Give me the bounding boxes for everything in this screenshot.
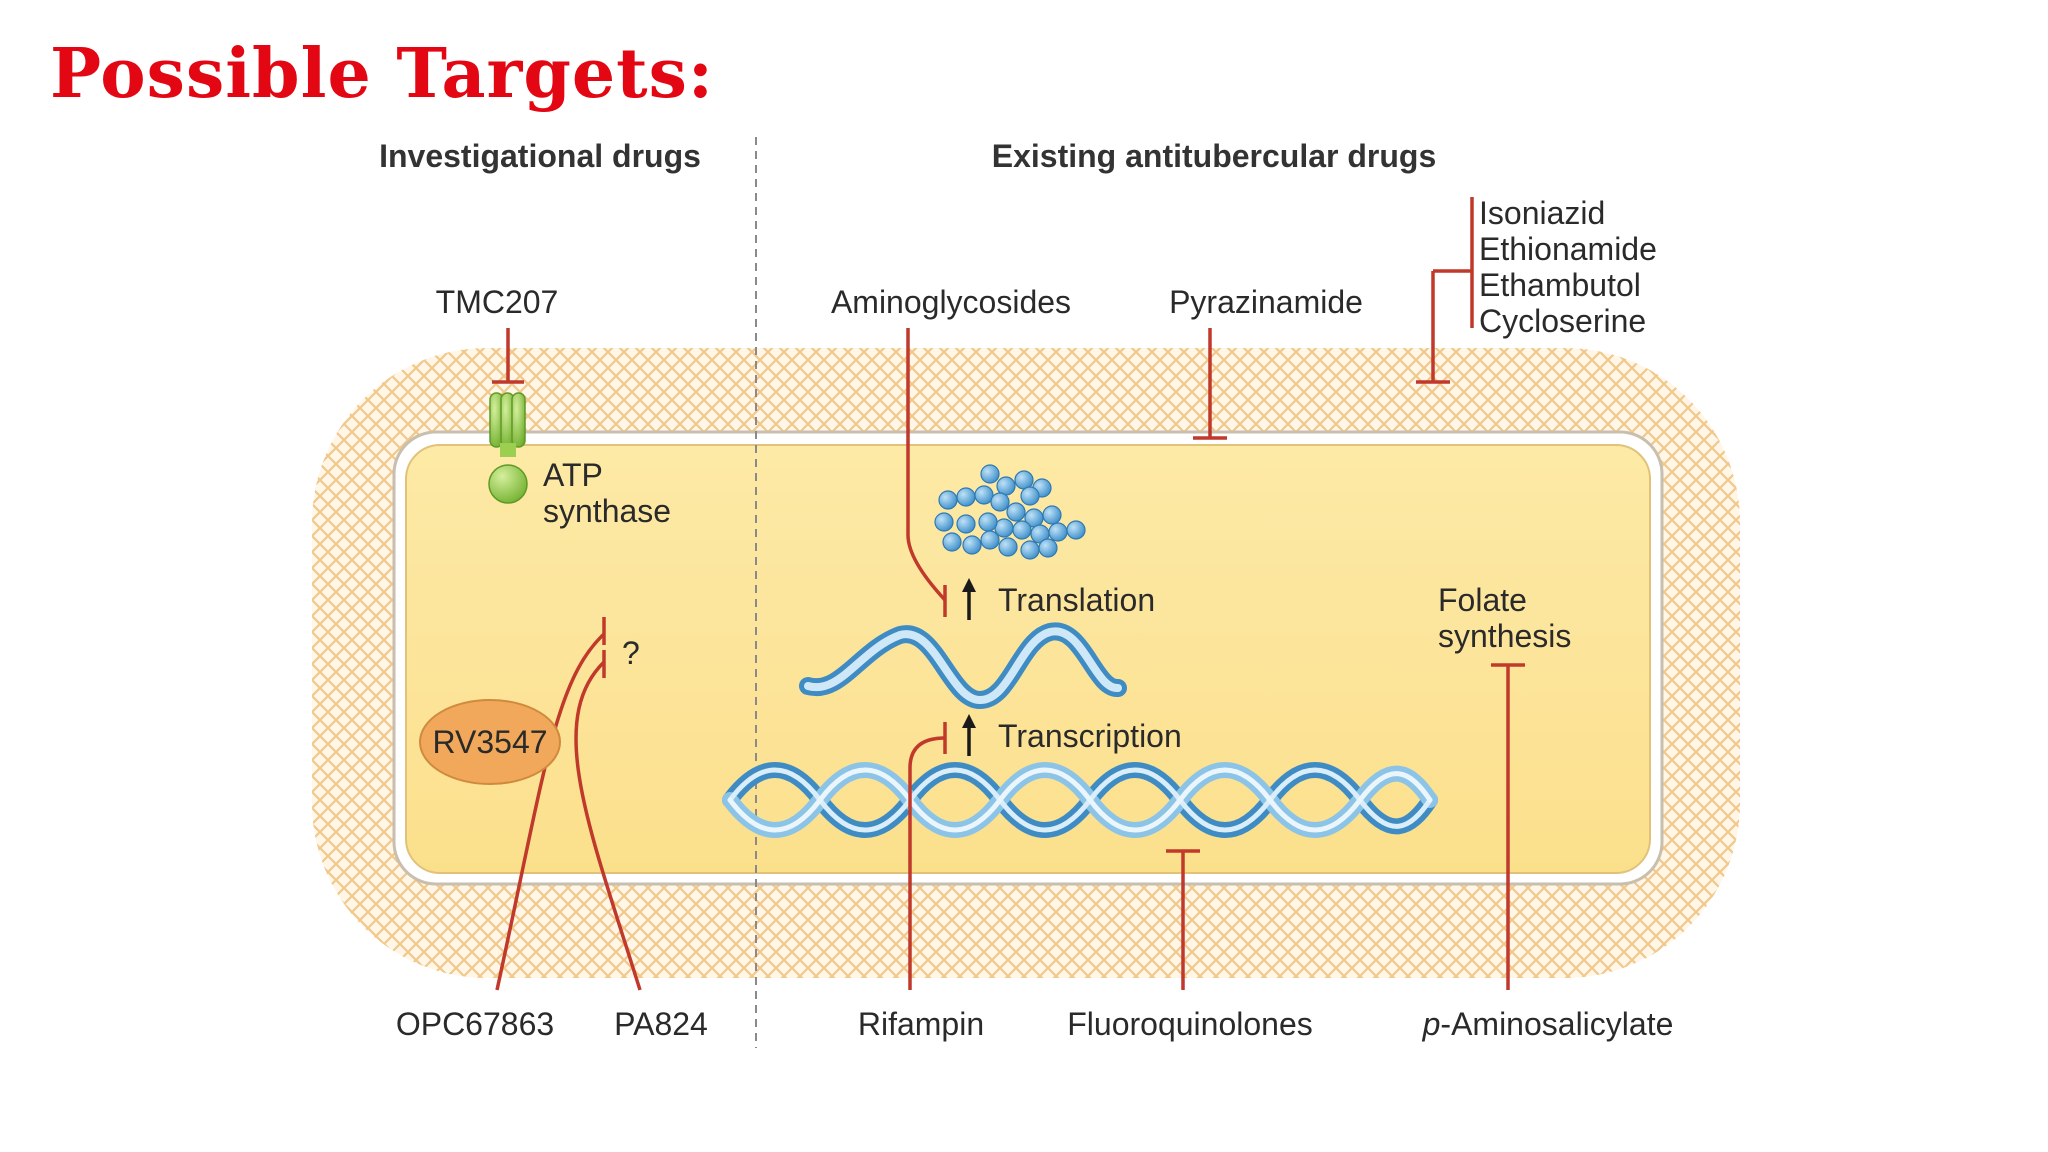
aminoglycosides-inhibition (906, 328, 947, 617)
arrow-up-icon (962, 578, 976, 620)
unknown-target: ? (622, 635, 640, 671)
label-rifampin: Rifampin (858, 1006, 984, 1042)
label-atp-synthase: synthase (543, 493, 671, 529)
label-pas-prefix: p (1422, 1006, 1441, 1042)
rifampin-inhibition (908, 722, 947, 990)
mrna-icon (799, 622, 1127, 710)
slide-title: Possible Targets: (50, 34, 714, 114)
label-ethionamide: Ethionamide (1479, 231, 1657, 267)
label-folate-synthesis: synthesis (1438, 618, 1571, 654)
label-fluoroquinolones: Fluoroquinolones (1067, 1006, 1313, 1042)
dna-double-helix-icon (722, 762, 1438, 838)
label-rv3547: RV3547 (432, 724, 547, 760)
fluoroquinolones-inhibition (1166, 849, 1200, 990)
label-pa824: PA824 (614, 1006, 708, 1042)
label-isoniazid: Isoniazid (1479, 195, 1605, 231)
pas-inhibition (1491, 663, 1525, 990)
label-pas-rest: -Aminosalicylate (1440, 1006, 1673, 1042)
arrow-up-icon (962, 714, 976, 756)
pyrazinamide-inhibition (1193, 328, 1227, 440)
label-translation: Translation (998, 582, 1155, 618)
tmc207-inhibition (492, 328, 524, 384)
label-ethambutol: Ethambutol (1479, 267, 1641, 303)
label-pyrazinamide: Pyrazinamide (1169, 284, 1363, 320)
label-p-aminosalicylate: p-Aminosalicylate (1422, 1006, 1674, 1042)
label-cycloserine: Cycloserine (1479, 303, 1646, 339)
rv3547-enzyme: RV3547 (419, 699, 561, 785)
cell-wall-drugs-bracket (1416, 197, 1474, 384)
header-existing: Existing antitubercular drugs (992, 138, 1437, 174)
ribosome-icon (934, 464, 1086, 560)
label-transcription: Transcription (998, 718, 1182, 754)
header-investigational: Investigational drugs (379, 138, 701, 174)
label-tmc207: TMC207 (436, 284, 559, 320)
label-opc67863: OPC67863 (396, 1006, 554, 1042)
label-aminoglycosides: Aminoglycosides (831, 284, 1071, 320)
label-atp: ATP (543, 457, 603, 493)
label-folate: Folate (1438, 582, 1527, 618)
atp-synthase-icon (488, 392, 528, 504)
